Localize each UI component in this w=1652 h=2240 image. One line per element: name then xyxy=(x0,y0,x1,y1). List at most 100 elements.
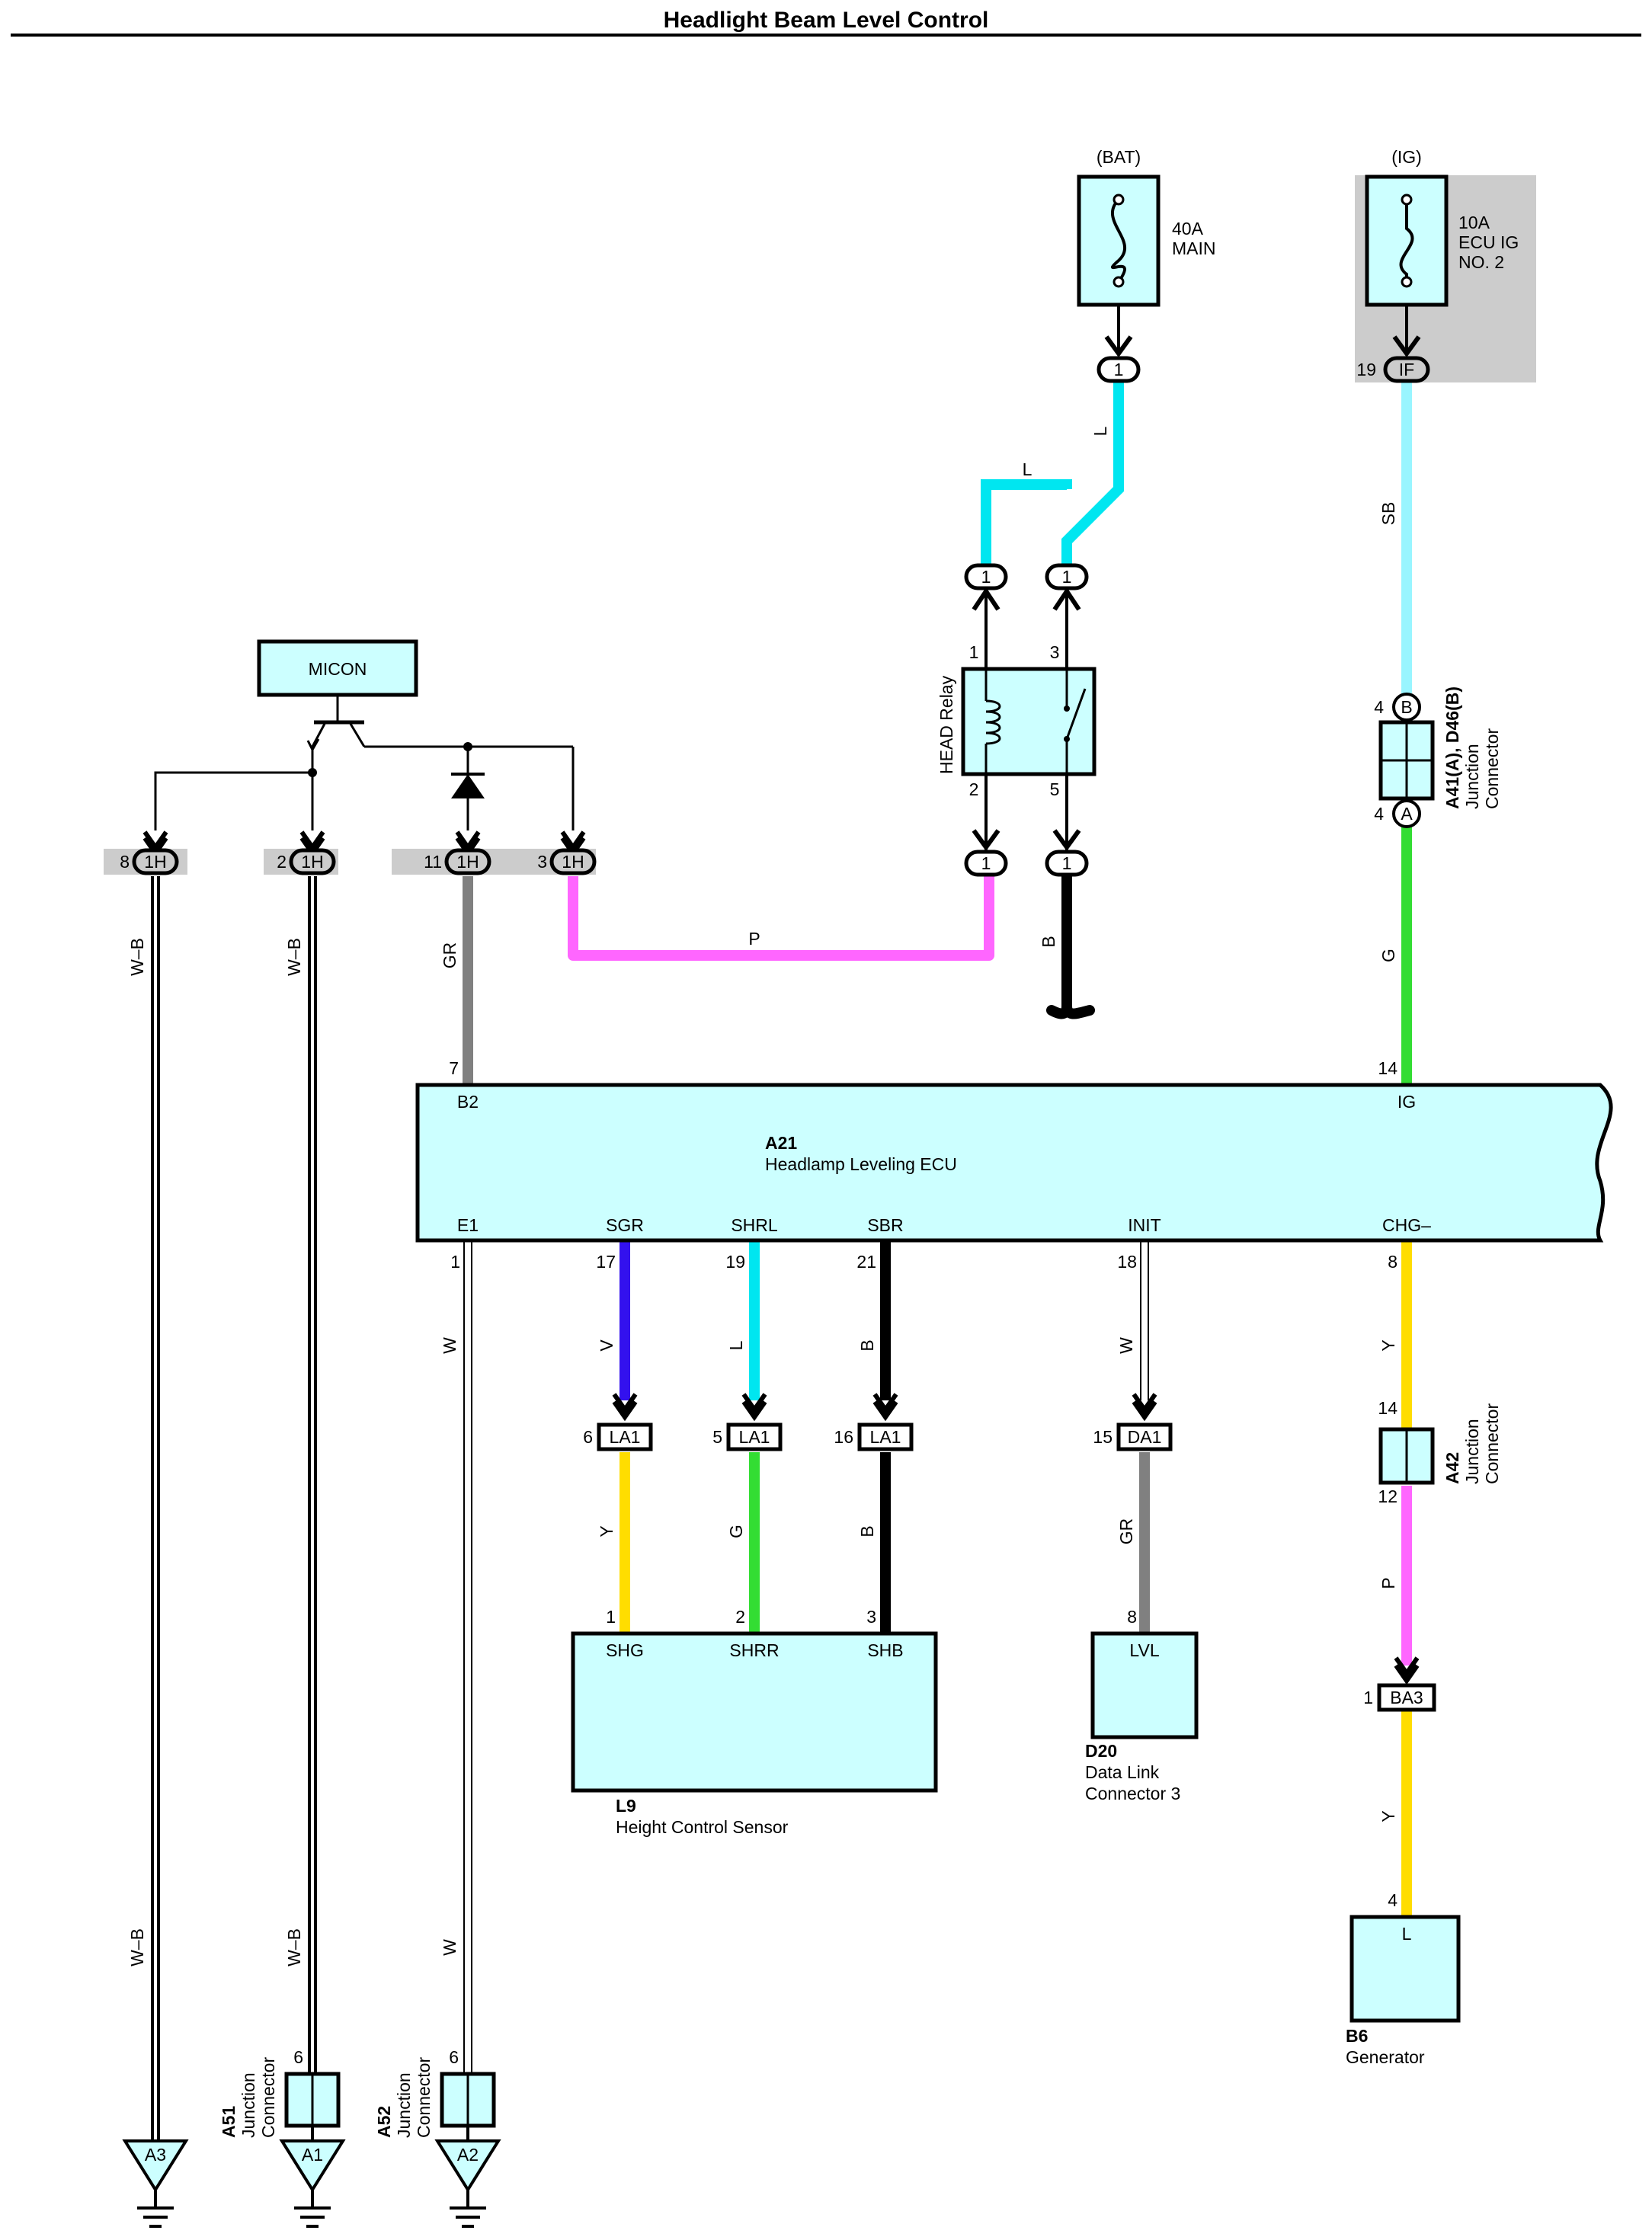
bat-label: (BAT) xyxy=(1097,147,1141,167)
a41-label-2: Junction xyxy=(1462,744,1482,809)
a52-id: A52 xyxy=(374,2106,394,2138)
conn-1h-2 xyxy=(289,830,336,875)
conn-1h-11-code: 1H xyxy=(456,852,479,872)
a41-label: A41(A), D46(B) xyxy=(1442,686,1462,809)
height-sensor-id: L9 xyxy=(616,1796,636,1816)
a41-pin-a xyxy=(1392,799,1421,828)
ecu-pin-sgr-name: SGR xyxy=(606,1215,644,1235)
a41-pin-a-num: 4 xyxy=(1374,804,1384,824)
bat-fuse-icon xyxy=(1110,198,1127,283)
label-b-sbr: B xyxy=(857,1339,877,1351)
ecu-pin-sbr-name: SBR xyxy=(867,1215,903,1235)
height-sensor-pin-1-num: 1 xyxy=(606,1607,616,1627)
ground-a1-code: A1 xyxy=(302,2145,323,2165)
relay-pin-5: 5 xyxy=(1050,779,1060,799)
dlc-box xyxy=(1090,1631,1199,1739)
conn-la1-6 xyxy=(597,1393,653,1451)
bat-conn xyxy=(1097,356,1141,383)
relay-conn-bot-2 xyxy=(964,850,1008,877)
diode-icon xyxy=(451,742,485,830)
label-wb-2-bottom: W–B xyxy=(284,1928,304,1966)
conn-la1-16 xyxy=(857,1393,914,1451)
transistor-icon xyxy=(306,695,573,777)
label-l-loop: L xyxy=(1023,459,1032,479)
conn-ba3 xyxy=(1377,1656,1436,1712)
wire-b-relay xyxy=(1046,871,1095,1019)
conn-la1-5-num: 5 xyxy=(712,1427,722,1447)
conn-ba3-code: BA3 xyxy=(1390,1688,1423,1707)
conn-1h-8 xyxy=(132,830,179,875)
relay-conn-bot-5-arrow xyxy=(1052,829,1081,852)
conn-da1-15 xyxy=(1116,1393,1173,1451)
label-g-shrr: G xyxy=(726,1525,746,1538)
ground-icon-a2 xyxy=(434,2139,501,2228)
a51-pin: 6 xyxy=(293,2047,303,2067)
relay-conn-top-3-pin: 1 xyxy=(1062,567,1072,587)
relay-conn-bot-5-pin: 1 xyxy=(1062,853,1072,873)
ig-down-arrow xyxy=(1392,305,1421,358)
ground-icon-a1 xyxy=(279,2139,346,2228)
a41-pin-b xyxy=(1392,693,1421,722)
ig-fuse-node-top xyxy=(1401,194,1413,206)
conn-da1-15-num: 15 xyxy=(1093,1427,1113,1447)
label-b-shb: B xyxy=(857,1525,877,1537)
label-y-chg: Y xyxy=(1378,1339,1398,1351)
a41-pin-b-num: 4 xyxy=(1374,697,1384,717)
ig-fuse-icon xyxy=(1399,200,1414,282)
label-l-bat: L xyxy=(1090,426,1110,436)
conn-la1-6-code: LA1 xyxy=(610,1427,641,1447)
ecu-pin-e1-num: 1 xyxy=(450,1252,460,1272)
dlc-pin-num: 8 xyxy=(1127,1607,1137,1627)
head-relay-box xyxy=(961,667,1097,776)
label-v-sgr: V xyxy=(597,1339,616,1352)
a51-id: A51 xyxy=(219,2106,239,2138)
ecu-pin-ig-num: 14 xyxy=(1378,1058,1397,1078)
relay-conn-top-3-arrow xyxy=(1052,587,1081,611)
wire-l-bat xyxy=(1061,381,1124,564)
bat-fuse-name: MAIN xyxy=(1172,238,1216,258)
ground-icon-a3 xyxy=(122,2139,189,2228)
height-sensor-pin-3-name: SHB xyxy=(867,1640,903,1660)
conn-la1-5-code: LA1 xyxy=(739,1427,770,1447)
ig-fuse-line2: NO. 2 xyxy=(1458,252,1504,272)
bat-fuse-amp: 40A xyxy=(1172,219,1204,238)
bat-fuse-node-top xyxy=(1113,194,1125,206)
conn-la1-6-num: 6 xyxy=(583,1427,593,1447)
label-p: P xyxy=(748,929,760,949)
height-sensor-name: Height Control Sensor xyxy=(616,1817,789,1837)
label-wb-1-bottom: W–B xyxy=(127,1928,147,1966)
a41-label-3: Connector xyxy=(1482,728,1502,809)
conn-ba3-num: 1 xyxy=(1363,1688,1373,1707)
ecu-name: Headlamp Leveling ECU xyxy=(765,1154,957,1174)
ig-fuse-amp: 10A xyxy=(1458,213,1490,232)
height-sensor-pin-2-num: 2 xyxy=(735,1607,745,1627)
conn-1h-3-num: 3 xyxy=(537,852,547,872)
dlc-name-1: Data Link xyxy=(1085,1762,1160,1782)
a52-pin: 6 xyxy=(449,2047,459,2067)
generator-pin-num: 4 xyxy=(1388,1890,1397,1910)
ecu-pin-shrl-name: SHRL xyxy=(731,1215,778,1235)
ecu-pin-e1-name: E1 xyxy=(457,1215,479,1235)
conn-1h-8-num: 8 xyxy=(120,852,130,872)
ecu-pin-sgr-num: 17 xyxy=(596,1252,616,1272)
ig-label: (IG) xyxy=(1391,147,1422,167)
ig-conn-num: 19 xyxy=(1356,360,1376,379)
conn-la1-16-code: LA1 xyxy=(870,1427,901,1447)
dlc-id: D20 xyxy=(1085,1741,1117,1761)
ig-fuse-line1: ECU IG xyxy=(1458,232,1519,252)
label-w-init: W xyxy=(1116,1337,1136,1354)
ecu-pin-b2-num: 7 xyxy=(449,1058,459,1078)
ecu-pin-shrl-num: 19 xyxy=(725,1252,745,1272)
relay-conn-bot-2-arrow xyxy=(972,829,1000,852)
relay-conn-bot-5 xyxy=(1045,850,1089,877)
dlc-pin-name: LVL xyxy=(1129,1640,1159,1660)
conn-da1-15-code: DA1 xyxy=(1128,1427,1162,1447)
wire-l-loop xyxy=(981,479,1072,564)
bat-conn-pin: 1 xyxy=(1114,360,1124,379)
a52-label-2: Junction xyxy=(394,2072,414,2138)
generator-box xyxy=(1349,1915,1461,2023)
label-w-e1-top: W xyxy=(440,1337,459,1354)
relay-conn-bot-2-pin: 1 xyxy=(981,853,991,873)
a51-label-2: Junction xyxy=(239,2072,258,2138)
relay-coil-icon xyxy=(984,669,1001,774)
